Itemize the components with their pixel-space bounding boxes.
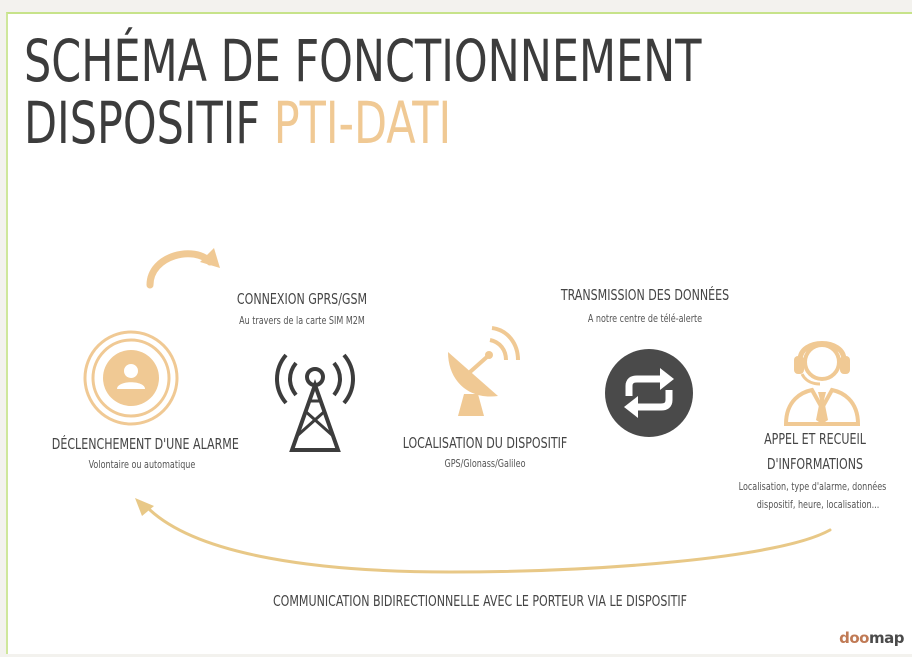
localisation-subtitle: GPS/Glonass/Galileo [444,458,526,470]
title-line-2-prefix: DISPOSITIF [24,89,274,157]
call-subtitle-line-2: dispositif, heure, localisation... [756,499,880,511]
diagram-card [6,12,912,654]
alarm-title: DÉCLENCHEMENT D'UNE ALARME [51,435,239,453]
logo-part-2: map [869,629,905,647]
transmission-title: TRANSMISSION DES DONNÉES [560,286,730,304]
connection-title: CONNEXION GPRS/GSM [236,290,368,308]
curved-arrow-long [148,508,832,574]
satellite-dish-icon [448,326,520,416]
call-title-line-1: APPEL ET RECUEIL [764,430,866,448]
title-accent: PTI-DATI [273,89,452,157]
curved-arrow-small-head [200,248,220,268]
page-title: SCHÉMA DE FONCTIONNEMENT DISPOSITIF PTI-… [24,30,701,154]
connection-subtitle: Au travers de la carte SIM M2M [239,315,365,327]
brand-logo: doomap [839,629,904,647]
curved-arrow-small [146,250,214,289]
transmission-subtitle: A notre centre de télé-alerte [587,313,703,325]
alarm-subtitle: Volontaire ou automatique [88,459,196,471]
bottom-caption: COMMUNICATION BIDIRECTIONNELLE AVEC LE P… [272,592,688,610]
call-title-line-2: D'INFORMATIONS [766,455,864,473]
title-line-1: SCHÉMA DE FONCTIONNEMENT [24,27,702,95]
sync-arrows-icon [605,349,693,437]
person-alarm-icon [83,330,179,426]
call-subtitle-line-1: Localisation, type d'alarme, données [738,481,887,493]
title-line-2: DISPOSITIF PTI-DATI [24,92,701,154]
operator-headset-icon [783,341,861,426]
logo-part-1: doo [839,629,869,647]
curved-arrow-long-head [135,498,154,516]
localisation-title: LOCALISATION DU DISPOSITIF [402,434,568,452]
antenna-tower-icon [275,353,355,452]
